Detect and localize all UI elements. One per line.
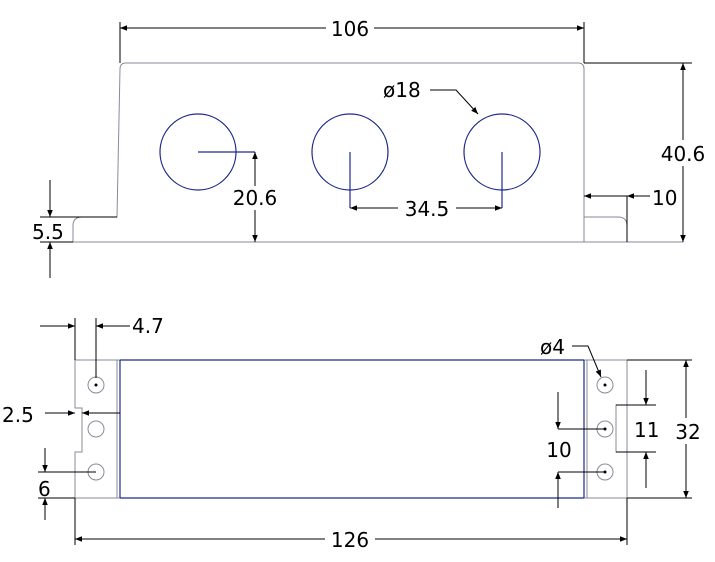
- dim-o18-label: ø18: [383, 78, 421, 102]
- dimension-hole-pitch: 10: [544, 392, 605, 508]
- dimension-flange-thickness: 5.5: [32, 180, 117, 278]
- dim-20-6-label: 20.6: [233, 186, 278, 210]
- mount-hole-right-1: [596, 376, 614, 394]
- dimension-edge-offset: 4.7: [40, 314, 164, 378]
- dimension-overall-depth: 32: [627, 359, 708, 499]
- dimension-notch-depth: 2.5: [2, 403, 120, 427]
- dimension-hole-spacing: 34.5: [350, 196, 502, 221]
- dim-40-6-label: 40.6: [661, 142, 706, 166]
- dimension-overall-length: 126: [74, 498, 628, 552]
- dim-o4-label: ø4: [540, 335, 565, 359]
- top-view-outline: [72, 62, 628, 243]
- dim-6-label: 6: [38, 477, 51, 501]
- bottom-view-outline: [74, 359, 628, 499]
- mount-hole-left-2: [87, 420, 105, 438]
- dim-10-flange-label: 10: [652, 186, 677, 210]
- dimension-hole-center-height: 20.6: [226, 152, 284, 242]
- dimension-mount-hole-diameter: ø4: [540, 335, 602, 378]
- dimension-hole-diameter: ø18: [383, 78, 479, 115]
- dim-34-5-label: 34.5: [405, 197, 450, 221]
- dim-126-label: 126: [331, 528, 369, 552]
- dimension-notch-height: 6: [38, 448, 96, 520]
- dimension-height: 40.6: [584, 62, 708, 242]
- bottom-view: 4.7 2.5 6 ø4 10: [2, 314, 708, 552]
- dimension-overall-width: 106: [119, 16, 585, 63]
- dim-32-label: 32: [675, 420, 700, 444]
- dim-2-5-label: 2.5: [2, 403, 34, 427]
- dim-11-label: 11: [634, 418, 659, 442]
- dim-106-label: 106: [331, 17, 369, 41]
- dim-4-7-label: 4.7: [132, 314, 164, 338]
- dim-5-5-label: 5.5: [32, 220, 64, 244]
- dimension-flange-width: 10: [584, 186, 677, 242]
- dimension-slot-height: 11: [615, 370, 659, 488]
- top-view: 106 40.6 ø18 20.6 34.5: [32, 16, 708, 278]
- dim-10-pitch-label: 10: [546, 438, 571, 462]
